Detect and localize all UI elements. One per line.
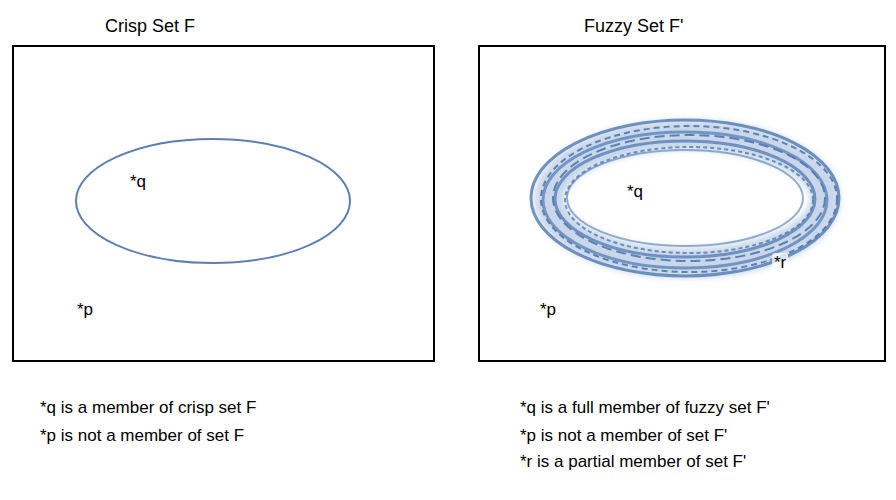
element-label: *q: [627, 182, 643, 202]
element-label: *p: [77, 300, 93, 320]
fuzzy-set-ring: *q *r: [527, 117, 847, 281]
note-text: *p is not a member of set F': [520, 426, 727, 446]
note-text: *r is a partial member of set F': [520, 452, 746, 472]
element-label: *q: [130, 172, 146, 192]
note-text: *q is a full member of fuzzy set F': [520, 398, 770, 418]
set-frame: Crisp Set F*p*q: [12, 45, 435, 362]
element-label: *r: [772, 253, 788, 273]
set-frame: Fuzzy Set F'*p*q*r: [478, 45, 886, 362]
set-heading: Crisp Set F: [105, 16, 195, 36]
note-text: *p is not a member of set F: [40, 426, 244, 446]
element-label: *p: [540, 300, 556, 320]
fuzzy-ring: [527, 117, 847, 281]
crisp-set-ellipse: *q: [74, 137, 352, 265]
set-heading: Fuzzy Set F': [584, 16, 683, 36]
note-text: *q is a member of crisp set F: [40, 398, 256, 418]
ellipse-outline: [74, 137, 352, 265]
